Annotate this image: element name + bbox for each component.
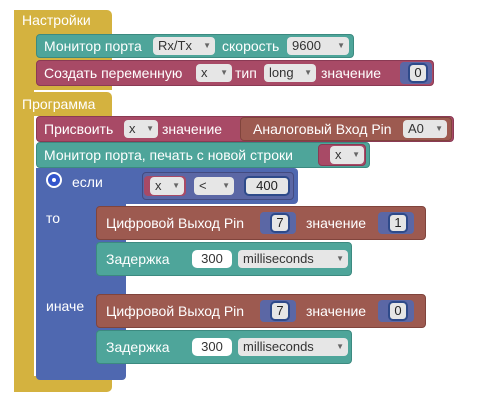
if-label: если <box>72 174 103 190</box>
speed-dropdown[interactable]: 9600 ▼ <box>287 37 349 55</box>
then-delay-unit-value: milliseconds <box>243 251 314 266</box>
assign-label: Присвоить <box>44 121 114 137</box>
else-pin-input[interactable]: 7 <box>270 301 290 321</box>
println-variable-value: x <box>335 147 342 162</box>
initial-value-input[interactable]: 0 <box>408 63 428 83</box>
chevron-down-icon: ▼ <box>352 150 360 159</box>
settings-block-spine <box>14 10 34 94</box>
type-label: тип <box>235 65 257 81</box>
compare-operator-dropdown[interactable]: < ▼ <box>194 177 234 195</box>
else-delay-unit-dropdown[interactable]: milliseconds ▼ <box>238 338 348 356</box>
program-block-spine <box>14 92 34 392</box>
chevron-down-icon: ▼ <box>222 181 230 190</box>
chevron-down-icon: ▼ <box>337 41 345 50</box>
analog-pin-value: A0 <box>408 121 424 136</box>
program-title: Программа <box>22 96 96 112</box>
speed-value: 9600 <box>292 38 321 53</box>
assign-value-label: значение <box>162 121 223 137</box>
compare-value-input[interactable]: 400 <box>244 176 290 196</box>
create-variable-block[interactable] <box>36 60 434 86</box>
else-delay-unit-value: milliseconds <box>243 339 314 354</box>
digital-write-label: Цифровой Выход Pin <box>106 303 245 319</box>
then-delay-unit-dropdown[interactable]: milliseconds ▼ <box>238 250 348 268</box>
serial-println-block[interactable] <box>36 142 370 168</box>
then-label: то <box>46 210 61 226</box>
chevron-down-icon: ▼ <box>203 41 211 50</box>
delay-label: Задержка <box>106 251 170 267</box>
digital-write-value-label: значение <box>306 215 367 231</box>
serial-monitor-label: Монитор порта <box>44 38 142 54</box>
assign-variable-value: x <box>129 121 136 136</box>
else-label: иначе <box>46 298 85 314</box>
analog-pin-dropdown[interactable]: A0 ▼ <box>403 120 447 138</box>
then-pin-input[interactable]: 7 <box>270 213 290 233</box>
type-dropdown[interactable]: long ▼ <box>264 64 316 82</box>
create-variable-label: Создать переменную <box>44 65 183 81</box>
serial-mode-dropdown[interactable]: Rx/Tx ▼ <box>153 37 215 55</box>
delay-label: Задержка <box>106 339 170 355</box>
value-label: значение <box>321 65 382 81</box>
chevron-down-icon: ▼ <box>146 124 154 133</box>
chevron-down-icon: ▼ <box>220 68 228 77</box>
analog-read-label: Аналоговый Вход Pin <box>253 121 392 137</box>
digital-write-label: Цифровой Выход Pin <box>106 215 245 231</box>
compare-operator-value: < <box>199 178 207 193</box>
serial-mode-value: Rx/Tx <box>158 38 192 53</box>
chevron-down-icon: ▼ <box>336 342 344 351</box>
chevron-down-icon: ▼ <box>336 254 344 263</box>
variable-value: x <box>201 65 208 80</box>
then-delay-input[interactable]: 300 <box>192 250 232 268</box>
compare-variable-dropdown[interactable]: x ▼ <box>150 177 184 195</box>
chevron-down-icon: ▼ <box>435 124 443 133</box>
chevron-down-icon: ▼ <box>304 68 312 77</box>
then-value-input[interactable]: 1 <box>388 213 408 233</box>
else-delay-input[interactable]: 300 <box>192 338 232 356</box>
compare-variable-value: x <box>155 178 162 193</box>
digital-write-value-label: значение <box>306 303 367 319</box>
assign-variable-dropdown[interactable]: x ▼ <box>124 120 158 138</box>
serial-println-label: Монитор порта, печать с новой строки <box>44 147 293 163</box>
settings-title: Настройки <box>22 12 91 28</box>
program-block-footer <box>14 376 112 392</box>
type-value: long <box>269 65 294 80</box>
else-value-input[interactable]: 0 <box>388 301 408 321</box>
variable-dropdown[interactable]: x ▼ <box>196 64 232 82</box>
chevron-down-icon: ▼ <box>172 181 180 190</box>
gear-icon-center <box>52 178 56 182</box>
speed-label: скорость <box>222 38 280 54</box>
println-variable-dropdown[interactable]: x ▼ <box>330 146 364 164</box>
